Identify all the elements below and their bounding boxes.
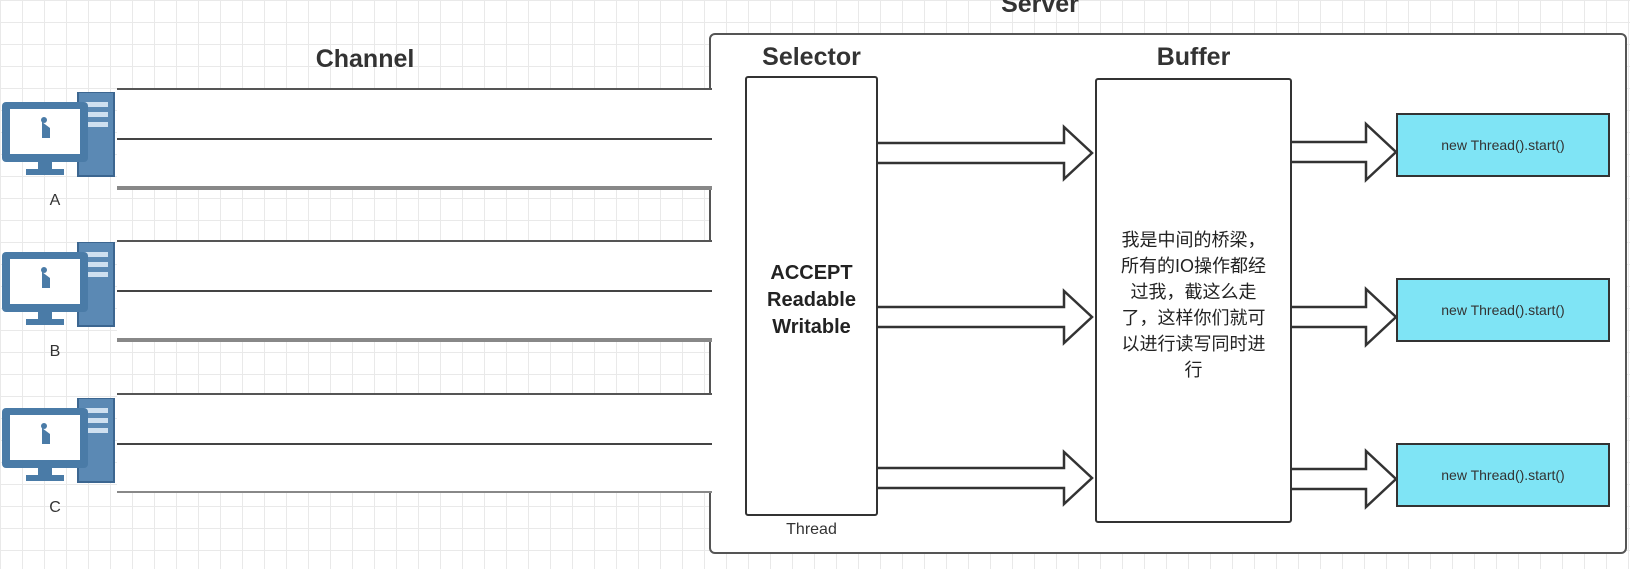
buffer-description: 我是中间的桥梁， 所有的IO操作都经 过我，截这么走 了，这样你们就可 以进行读… — [1103, 227, 1284, 383]
arrow-right-icon — [1292, 286, 1398, 348]
channel-c-divider — [117, 443, 712, 445]
arrow-right-icon — [1292, 121, 1398, 183]
selector-event-accept: ACCEPT — [770, 262, 853, 284]
buffer-box — [1095, 78, 1292, 523]
selector-title: Selector — [762, 43, 861, 71]
client-label-a: A — [49, 192, 61, 209]
thread-box: new Thread().start() — [1396, 113, 1610, 177]
selector-box — [745, 76, 878, 516]
selector-thread-label: Thread — [786, 521, 837, 538]
arrow-right-icon — [878, 288, 1094, 346]
buffer-line: 我是中间的桥梁， — [1121, 230, 1266, 250]
computer-icon — [2, 398, 115, 483]
thread-box: new Thread().start() — [1396, 278, 1610, 342]
thread-box: new Thread().start() — [1396, 443, 1610, 507]
channel-gap-1 — [117, 188, 712, 240]
computer-icon — [2, 92, 115, 177]
selector-event-readable: Readable — [767, 289, 856, 311]
channel-gap-2 — [117, 340, 712, 393]
channel-a-divider — [117, 138, 712, 140]
channel-b-divider — [117, 290, 712, 292]
buffer-line: 了，这样你们就可 — [1121, 308, 1266, 328]
buffer-line: 过我，截这么走 — [1130, 282, 1257, 302]
selector-event-writable: Writable — [772, 316, 851, 338]
arrow-right-icon — [878, 449, 1094, 507]
buffer-line: 所有的IO操作都经 — [1120, 256, 1266, 276]
client-label-c: C — [49, 499, 61, 516]
client-label-b: B — [49, 343, 61, 360]
arrow-right-icon — [1292, 448, 1398, 510]
selector-events: ACCEPT Readable Writable — [745, 260, 878, 341]
server-title: Server — [1001, 0, 1079, 18]
buffer-line: 行 — [1184, 360, 1203, 380]
arrow-right-icon — [878, 124, 1094, 182]
buffer-title: Buffer — [1156, 43, 1231, 71]
computer-icon — [2, 242, 115, 327]
buffer-line: 以进行读写同时进 — [1121, 334, 1266, 354]
channel-title: Channel — [315, 45, 415, 73]
